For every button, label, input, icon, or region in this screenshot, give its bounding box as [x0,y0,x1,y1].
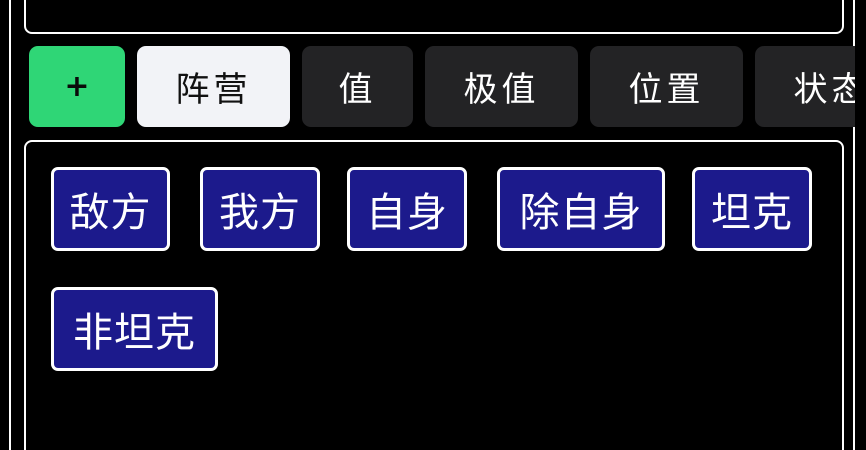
tab-label: 值 [338,70,377,110]
category-tab-bar: + 阵营 值 极值 位置 状态 [29,46,855,127]
tag-non-tank[interactable]: 非坦克 [51,287,218,371]
tab-label: 位置 [628,70,705,110]
top-panel [24,0,844,34]
tab-status[interactable]: 状态 [755,46,855,127]
plus-icon: + [64,69,90,104]
tab-faction[interactable]: 阵营 [137,46,290,127]
tag-ally[interactable]: 我方 [200,167,320,251]
tag-label: 坦克 [711,190,793,236]
tab-label: 阵营 [175,70,252,110]
tag-label: 除自身 [519,190,643,236]
tag-label: 我方 [219,190,301,236]
tab-value[interactable]: 值 [302,46,413,127]
add-button[interactable]: + [29,46,125,127]
tag-label: 自身 [366,190,448,236]
tag-enemy[interactable]: 敌方 [51,167,170,251]
tab-label: 状态 [793,70,856,110]
tab-label: 极值 [463,70,540,110]
outer-frame-right-border [853,0,855,450]
tag-panel: 敌方 我方 自身 除自身 坦克 非坦克 [24,140,844,450]
tab-extreme-value[interactable]: 极值 [425,46,578,127]
outer-frame-left-border [9,0,11,450]
tab-position[interactable]: 位置 [590,46,743,127]
tag-label: 敌方 [69,190,152,236]
tag-self[interactable]: 自身 [347,167,467,251]
tag-label: 非坦克 [73,310,196,356]
tag-except-self[interactable]: 除自身 [497,167,665,251]
tag-tank[interactable]: 坦克 [692,167,812,251]
